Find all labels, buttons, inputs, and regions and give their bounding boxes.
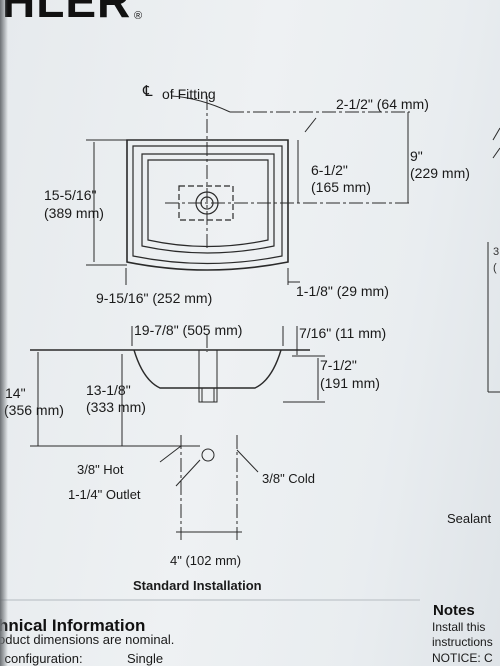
label-height-15-mm: (389 mm) (44, 205, 104, 221)
edge-digit-top: 3 (493, 246, 500, 258)
label-rim-7-16: 7/16" (11 mm) (299, 325, 387, 341)
sink-side-view (30, 349, 310, 403)
label-height-13: 13-1/8" (86, 382, 131, 398)
label-height-14: 14" (5, 385, 26, 401)
label-cold: 3/8" Cold (262, 471, 316, 486)
label-width-19: 19-7/8" (505 mm) (134, 322, 243, 338)
drawing-caption: Standard Installation (133, 578, 262, 593)
centerline-symbol: ℄ (143, 83, 153, 100)
label-height-14-mm: (356 mm) (4, 402, 64, 418)
edge-digit-mid: ( (493, 262, 497, 274)
technical-info-title: hnical Information (0, 616, 146, 635)
screen-bezel-shadow (0, 0, 8, 666)
registered-mark: ® (134, 10, 143, 22)
label-height-13-mm: (333 mm) (86, 399, 146, 415)
technical-config-value: Single (127, 651, 164, 666)
notes-line1: Install this (432, 620, 486, 634)
label-bowl-7-5: 7-1/2" (320, 357, 357, 373)
notes-line3: NOTICE: C (432, 651, 493, 665)
technical-info-line2: l configuration: (0, 651, 83, 666)
label-cl-fitting: of Fitting (162, 86, 216, 102)
label-height-15: 15-5/16" (44, 187, 97, 203)
label-width-9-15: 9-15/16" (252 mm) (96, 290, 213, 306)
label-drain-6-5-mm: (165 mm) (311, 179, 371, 195)
notes-line2: instructions (432, 635, 493, 649)
label-rim-1-1-8: 1-1/8" (29 mm) (296, 283, 389, 299)
label-top-offset: 2-1/2" (64 mm) (336, 96, 429, 112)
notes-title: Notes (433, 602, 475, 619)
label-depth-9: 9" (410, 148, 423, 164)
label-spacing-4: 4" (102 mm) (170, 553, 242, 568)
label-depth-9-mm: (229 mm) (410, 165, 470, 181)
brand-logo: HLER (2, 0, 132, 27)
label-bowl-7-5-mm: (191 mm) (320, 375, 380, 391)
label-outlet: 1-1/4" Outlet (68, 487, 141, 502)
technical-info-line1: oduct dimensions are nominal. (0, 632, 175, 647)
label-hot: 3/8" Hot (77, 462, 124, 477)
label-drain-6-5: 6-1/2" (311, 162, 348, 178)
sealant-label: Sealant (447, 511, 492, 526)
